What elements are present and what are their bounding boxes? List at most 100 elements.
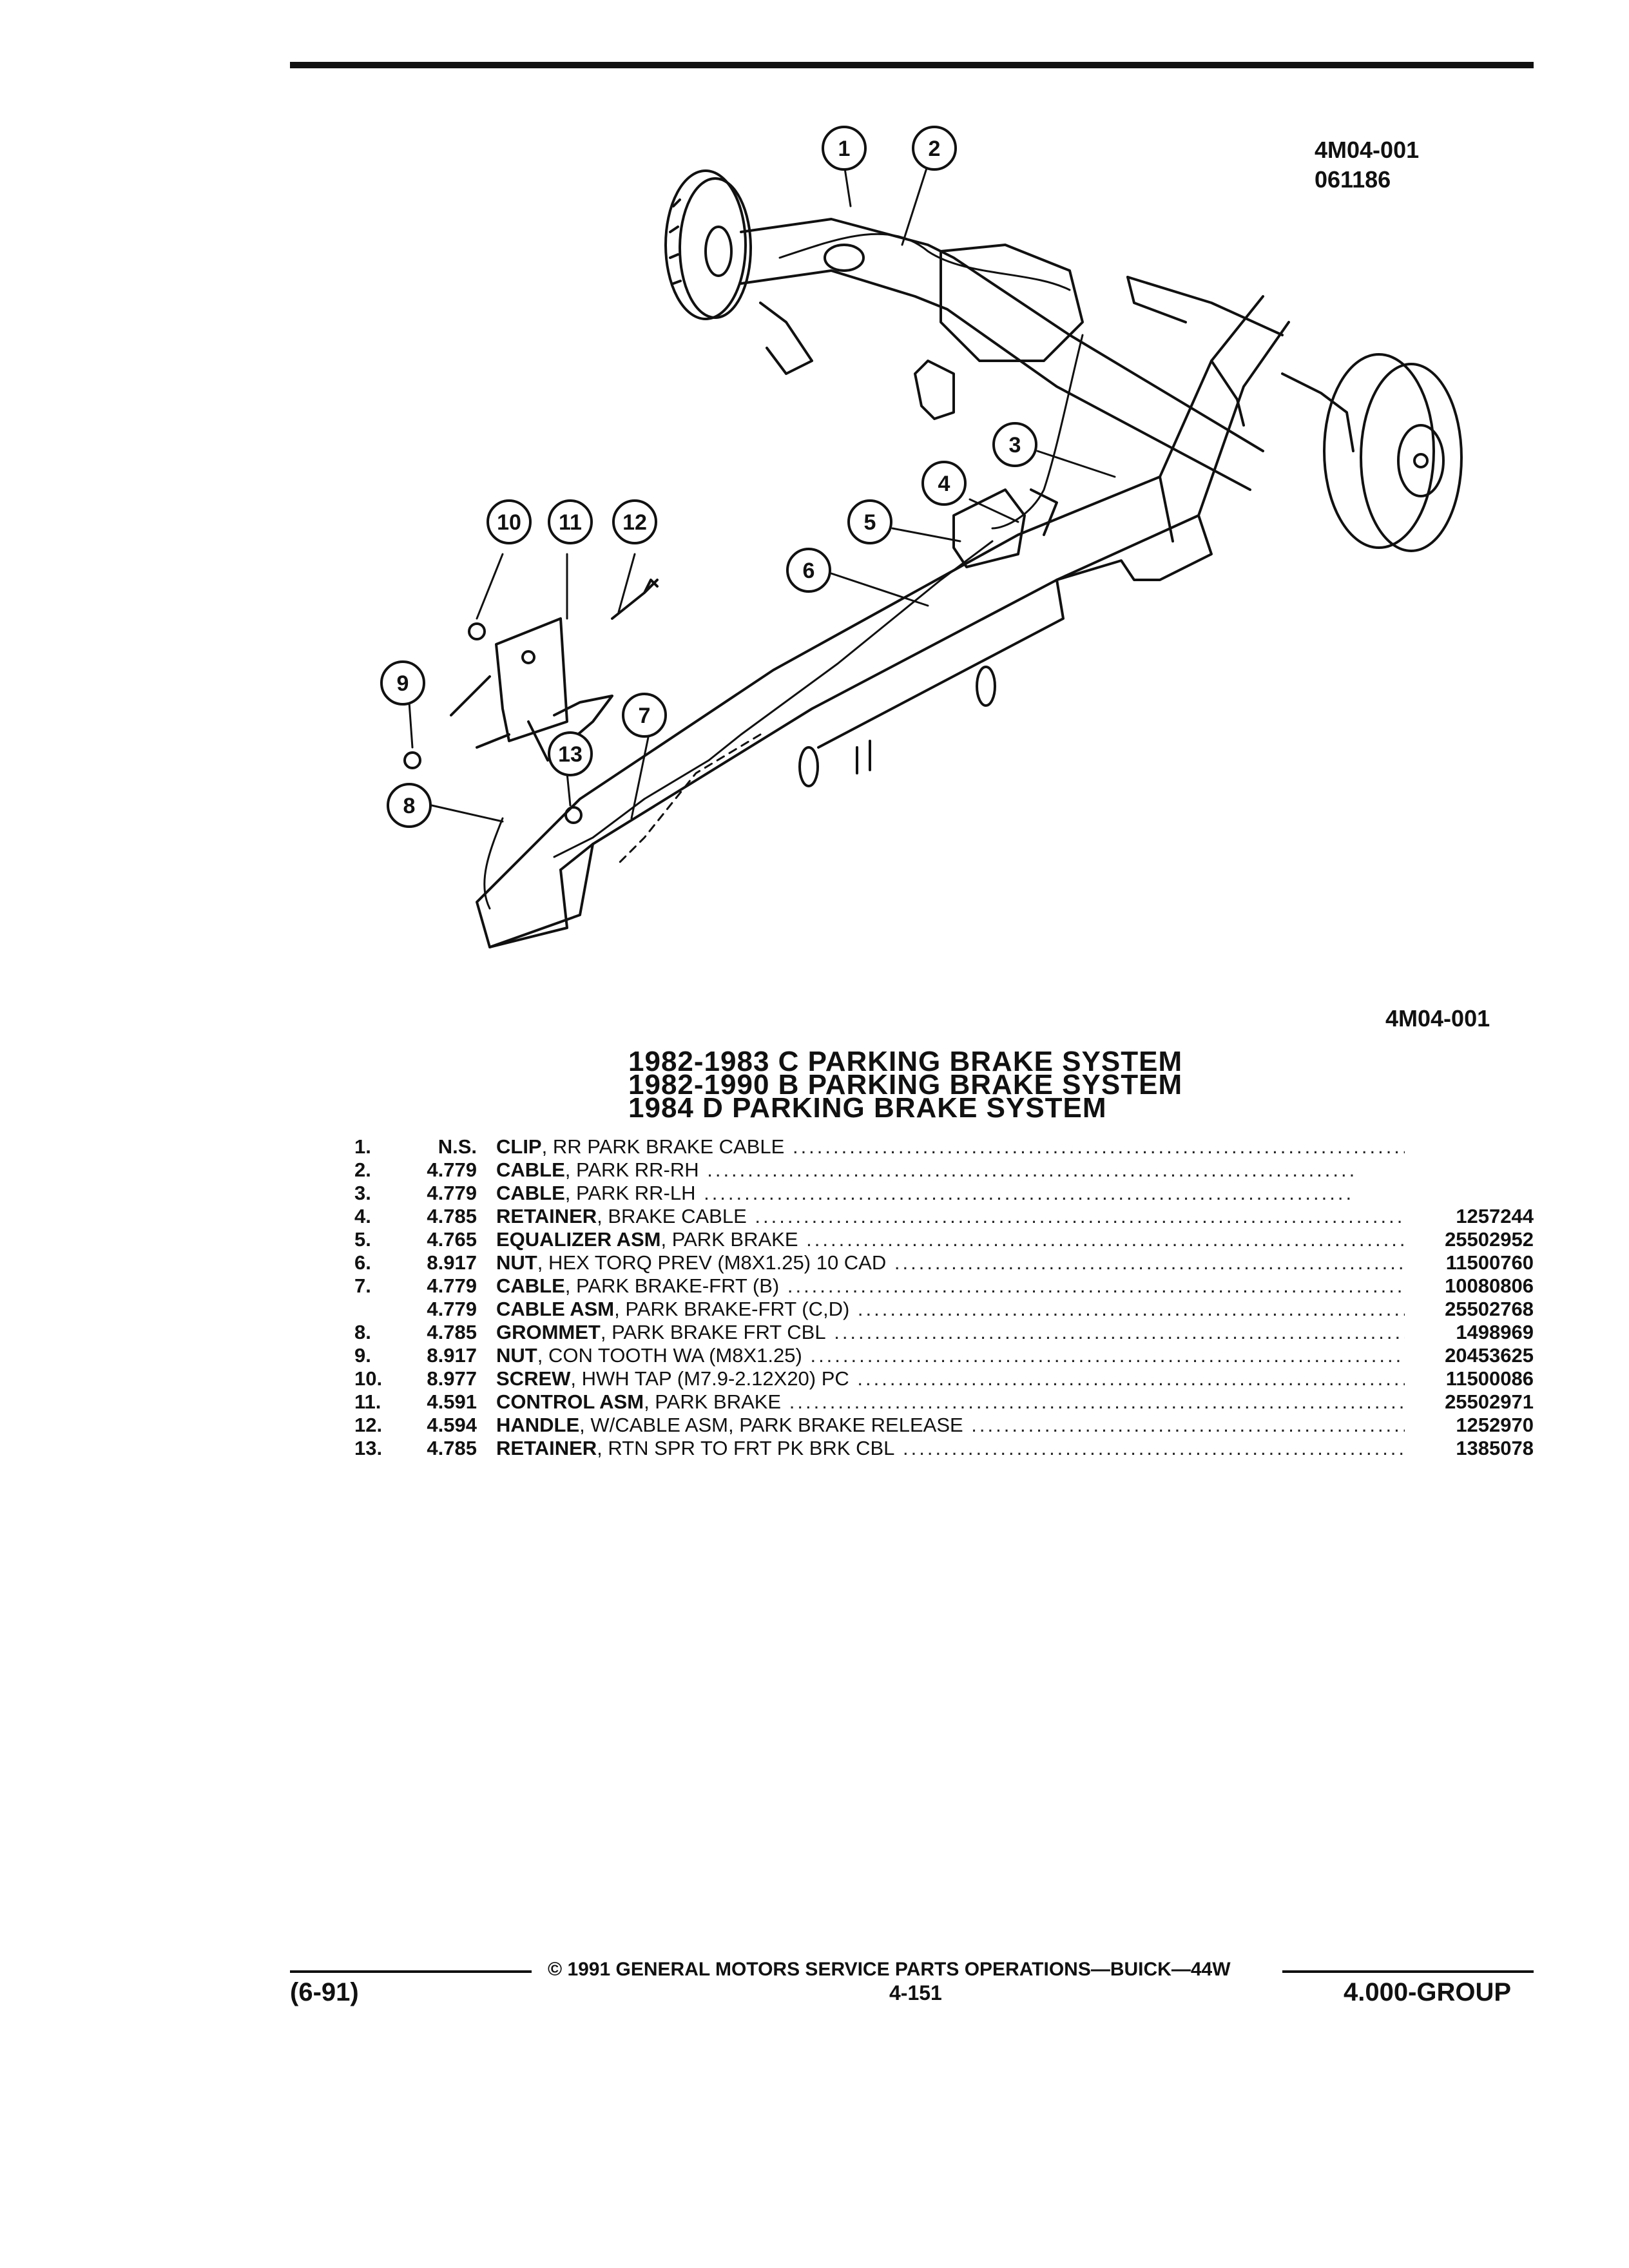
item-number: 9. bbox=[354, 1344, 371, 1367]
item-number: 12. bbox=[354, 1414, 383, 1436]
title-line: 1982-1990 B PARKING BRAKE SYSTEM bbox=[628, 1069, 1183, 1100]
part-name: CLIP bbox=[496, 1135, 542, 1158]
diagram-ref-code: 4M04-001 bbox=[1385, 1005, 1490, 1032]
part-description: GROMMET, PARK BRAKE FRT CBL ............… bbox=[496, 1321, 1405, 1344]
callout-6: 6 bbox=[786, 548, 831, 593]
part-number: 25502971 bbox=[1445, 1390, 1534, 1413]
part-detail: , PARK BRAKE bbox=[660, 1228, 798, 1251]
title-line: 1982-1983 C PARKING BRAKE SYSTEM bbox=[628, 1046, 1183, 1077]
group-code: 4.779 bbox=[427, 1182, 477, 1204]
item-number: 8. bbox=[354, 1321, 371, 1343]
part-number: 1257244 bbox=[1456, 1205, 1534, 1227]
leader-dots: ........................................… bbox=[834, 1321, 1405, 1343]
part-detail: , CON TOOTH WA (M8X1.25) bbox=[537, 1344, 802, 1367]
item-number: 4. bbox=[354, 1205, 371, 1227]
part-detail: , PARK RR-LH bbox=[564, 1182, 696, 1204]
equalizer-assembly bbox=[952, 488, 1058, 568]
leader-dots: ........................................… bbox=[784, 1135, 1405, 1158]
svg-text:11: 11 bbox=[559, 510, 582, 535]
figure-ref-code: 4M04-001 bbox=[1315, 137, 1420, 163]
section-titles: 1982-1983 C PARKING BRAKE SYSTEM 1982-19… bbox=[628, 1046, 1183, 1122]
part-number: 25502768 bbox=[1445, 1298, 1534, 1320]
svg-text:9: 9 bbox=[397, 671, 409, 696]
callout-3: 3 bbox=[992, 422, 1037, 467]
callout-13: 13 bbox=[548, 731, 593, 776]
copyright-notice: © 1991 GENERAL MOTORS SERVICE PARTS OPER… bbox=[548, 1959, 1231, 1980]
callout-1: 1 bbox=[822, 126, 867, 171]
svg-text:13: 13 bbox=[558, 742, 583, 767]
group-code: 4.785 bbox=[427, 1437, 477, 1459]
callout-9: 9 bbox=[380, 660, 425, 706]
group-code: 4.591 bbox=[427, 1390, 477, 1413]
group-code: 4.785 bbox=[427, 1205, 477, 1227]
part-number bbox=[1405, 1182, 1534, 1205]
part-detail: , PARK BRAKE-FRT (C,D) bbox=[614, 1298, 850, 1320]
item-number: 3. bbox=[354, 1182, 371, 1204]
rear-axle-housing bbox=[740, 218, 1264, 491]
group-code: 4.765 bbox=[427, 1228, 477, 1251]
part-description: CONTROL ASM, PARK BRAKE ................… bbox=[496, 1390, 1405, 1414]
part-number: 1385078 bbox=[1456, 1437, 1534, 1459]
part-description: CLIP, RR PARK BRAKE CABLE ..............… bbox=[496, 1135, 1405, 1158]
item-number: 10. bbox=[354, 1367, 383, 1390]
footer-rule-right bbox=[1282, 1970, 1534, 1973]
leader-dots: ........................................… bbox=[802, 1344, 1405, 1367]
svg-text:8: 8 bbox=[403, 794, 416, 818]
leader-dots: ........................................… bbox=[779, 1274, 1405, 1297]
part-detail: , PARK BRAKE bbox=[644, 1390, 782, 1413]
leader-dots: ........................................… bbox=[857, 1298, 1405, 1320]
leader-lines bbox=[408, 163, 1116, 823]
part-number bbox=[1405, 1135, 1534, 1158]
part-number: 11500086 bbox=[1445, 1367, 1534, 1390]
leader-dots: ........................................… bbox=[781, 1390, 1405, 1413]
frame-rail bbox=[476, 276, 1354, 948]
leader-dots: ........................................… bbox=[971, 1414, 1405, 1436]
part-detail: , BRAKE CABLE bbox=[597, 1205, 747, 1227]
group-code: 8.917 bbox=[427, 1251, 477, 1274]
callout-5: 5 bbox=[847, 499, 892, 544]
item-number: 1. bbox=[354, 1135, 371, 1158]
part-number: 20453625 bbox=[1445, 1344, 1534, 1367]
part-name: RETAINER bbox=[496, 1437, 597, 1459]
part-number: 1252970 bbox=[1456, 1414, 1534, 1436]
leader-dots: ........................................… bbox=[695, 1182, 1354, 1204]
group-code: 8.977 bbox=[427, 1367, 477, 1390]
svg-text:4: 4 bbox=[938, 472, 950, 496]
leader-dots: ........................................… bbox=[903, 1437, 1405, 1459]
part-name: NUT bbox=[496, 1251, 537, 1274]
callout-4: 4 bbox=[921, 461, 967, 506]
parts-row: 1.N.S.CLIP, RR PARK BRAKE CABLE ........… bbox=[354, 1135, 1534, 1158]
part-name: NUT bbox=[496, 1344, 537, 1367]
part-number: 25502952 bbox=[1445, 1228, 1534, 1251]
footer-rule-left bbox=[290, 1970, 532, 1973]
part-name: CABLE bbox=[496, 1274, 565, 1297]
item-number: 2. bbox=[354, 1158, 371, 1181]
figure-reference: 4M04-001 061186 bbox=[1315, 135, 1419, 195]
part-name: CABLE bbox=[496, 1182, 565, 1204]
group-number: 4.000-GROUP bbox=[1344, 1978, 1512, 2006]
part-number: 11500760 bbox=[1445, 1251, 1534, 1274]
item-number: 11. bbox=[354, 1390, 381, 1413]
park-brake-control bbox=[403, 579, 659, 824]
part-name: EQUALIZER ASM bbox=[496, 1228, 661, 1251]
leader-dots: ........................................… bbox=[746, 1205, 1405, 1227]
part-name: CONTROL ASM bbox=[496, 1390, 644, 1413]
part-name: GROMMET bbox=[496, 1321, 601, 1343]
part-detail: , HEX TORQ PREV (M8X1.25) 10 CAD bbox=[537, 1251, 887, 1274]
top-rule bbox=[290, 62, 1534, 68]
svg-text:5: 5 bbox=[864, 510, 876, 535]
leader-dots: ........................................… bbox=[894, 1251, 1405, 1274]
group-code: 4.779 bbox=[427, 1158, 477, 1181]
part-description: CABLE, PARK RR-LH ......................… bbox=[496, 1182, 1405, 1205]
part-description: NUT, CON TOOTH WA (M8X1.25) ............… bbox=[496, 1344, 1405, 1367]
part-description: EQUALIZER ASM, PARK BRAKE ..............… bbox=[496, 1228, 1405, 1251]
group-code: 8.917 bbox=[427, 1344, 477, 1367]
